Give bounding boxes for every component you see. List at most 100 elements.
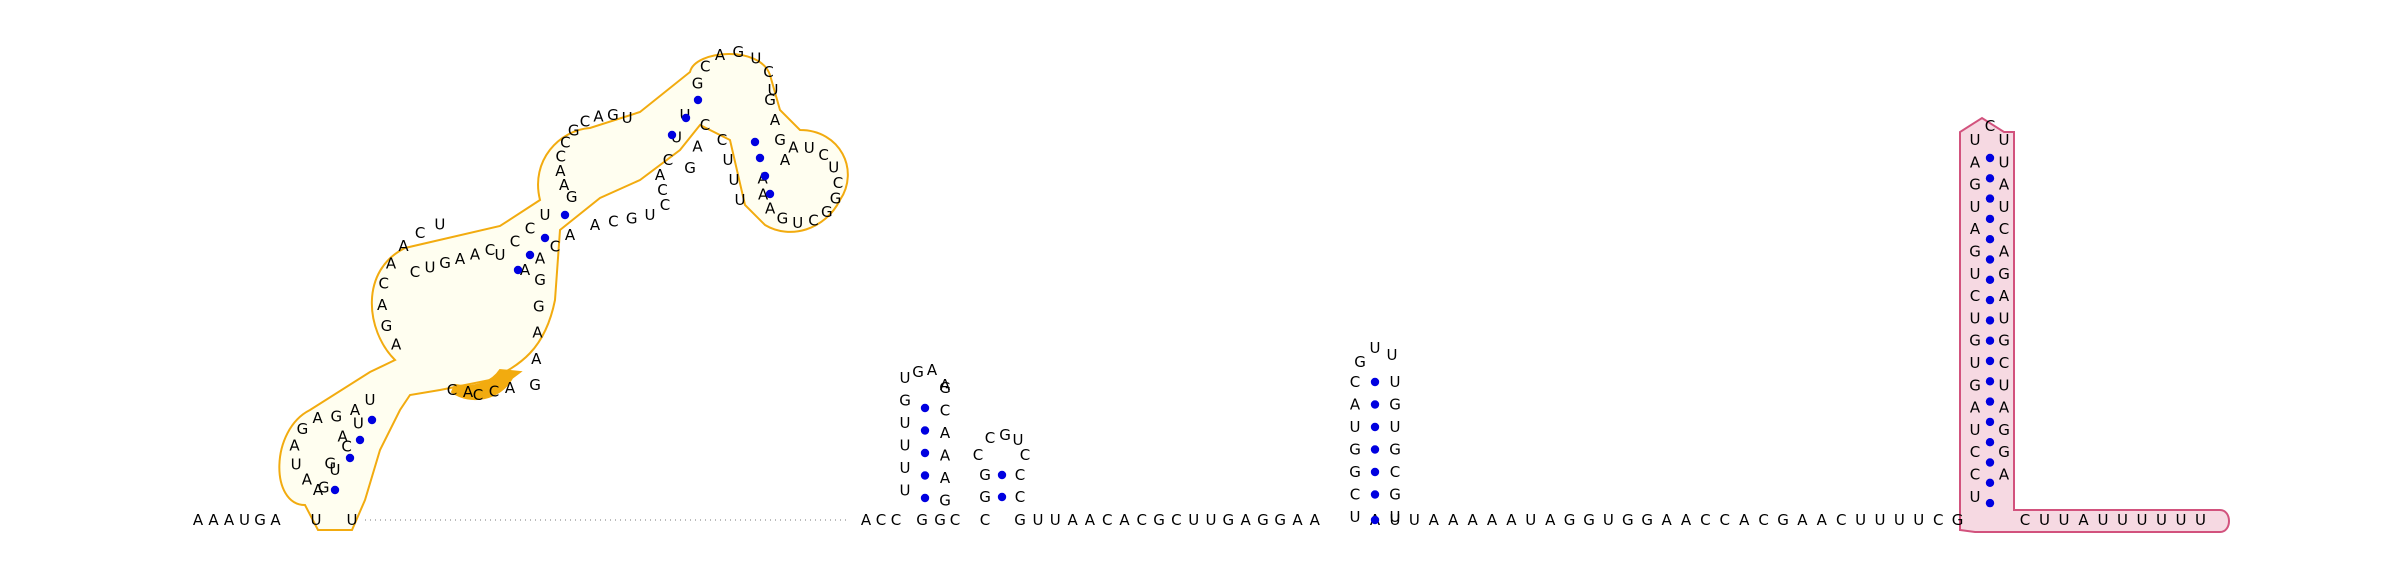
nucleotide-stem2-loop: C <box>973 446 983 464</box>
nucleotide-stem2-loop: U <box>1013 431 1024 449</box>
nucleotide-linker: G <box>1274 511 1286 529</box>
nucleotide-upper-loop: C <box>560 134 570 152</box>
nucleotide-linker: U <box>1390 511 1401 529</box>
nucleotide-helix: C <box>663 151 673 169</box>
nucleotide-linker: A <box>1429 511 1440 529</box>
nucleotide-stem1-right: G <box>939 492 951 510</box>
nucleotide-linker: U <box>1894 511 1905 529</box>
nucleotide-long-stem-left: U <box>1970 488 1981 506</box>
nucleotide-helix: U <box>671 129 682 147</box>
nucleotide-right-strand: U <box>723 151 734 169</box>
nucleotide-right-hairpin: G <box>830 190 842 208</box>
nucleotide-linker: G <box>1952 511 1964 529</box>
nucleotide-helix: A <box>313 481 324 499</box>
nucleotide-linker: G <box>1777 511 1789 529</box>
base-pair-dot <box>920 448 930 458</box>
nucleotide-long-stem-left: U <box>1970 265 1981 283</box>
nucleotide-stem3-right: G <box>1389 441 1401 459</box>
nucleotide-stem3-loop: U <box>1370 339 1381 357</box>
nucleotide-5prime: U <box>239 511 250 529</box>
nucleotide-right-hairpin: C <box>808 212 818 230</box>
nucleotide-stem2-loop: C <box>1020 446 1030 464</box>
nucleotide-long-stem-left: U <box>1970 198 1981 216</box>
nucleotide-long-stem-left: U <box>1970 354 1981 372</box>
nucleotide-linker: A <box>1506 511 1517 529</box>
base-pair-dot <box>513 265 523 275</box>
nucleotide-stem3-left: C <box>1350 373 1360 391</box>
nucleotide-5prime: A <box>208 511 219 529</box>
nucleotide-linker: U <box>1875 511 1886 529</box>
nucleotide-stem1-left: U <box>900 459 911 477</box>
nucleotide-central-loop: A <box>532 324 543 342</box>
nucleotide-stem1-left: U <box>900 369 911 387</box>
nucleotide-accent: C <box>489 383 499 401</box>
nucleotide-stem1-left: U <box>900 437 911 455</box>
nucleotide-upper-loop: A <box>655 166 666 184</box>
nucleotide-3prime: A <box>2078 511 2089 529</box>
nucleotide-helix: A <box>520 261 531 279</box>
nucleotide-3prime: U <box>2117 511 2128 529</box>
nucleotide-central-loop: A <box>531 350 542 368</box>
nucleotide-stem1-loop: A <box>940 376 951 394</box>
base-pair-dot <box>765 189 775 199</box>
nucleotide-accent: A <box>505 379 516 397</box>
nucleotide-small-loop: G <box>318 478 330 496</box>
nucleotide-stem1-loop: G <box>912 363 924 381</box>
base-pair-dot <box>1985 316 1995 325</box>
nucleotide-linker: A <box>1797 511 1808 529</box>
nucleotide-linker: G <box>916 511 928 529</box>
nucleotide-linker: G <box>1257 511 1269 529</box>
nucleotide-long-stem-right: C <box>1999 354 2009 372</box>
nucleotide-right-hairpin: G <box>777 210 789 228</box>
nucleotide-stem3-right: G <box>1389 396 1401 414</box>
nucleotide-3prime: U <box>2039 511 2050 529</box>
nucleotide-stem3-right: U <box>1390 373 1401 391</box>
base-pair-dot <box>920 471 930 480</box>
nucleotide-stem2-loop: C <box>985 429 995 447</box>
nucleotide-top-loop: A <box>715 46 726 64</box>
nucleotide-long-stem-left: C <box>1970 287 1980 305</box>
base-pair-dot <box>1370 515 1380 525</box>
nucleotide-upper-loop: A <box>559 176 570 194</box>
nucleotide-stem1-right: A <box>940 424 951 442</box>
nucleotide-long-stem-right: A <box>1999 466 2010 484</box>
nucleotide-central-loop: G <box>533 297 545 315</box>
base-pair-dot <box>330 485 340 495</box>
base-pair-dot <box>1985 174 1995 183</box>
nucleotide-linker: A <box>1661 511 1672 529</box>
nucleotide-central-loop: A <box>391 336 402 354</box>
base-pair-dot <box>1985 255 1995 264</box>
nucleotide-helix: A <box>338 428 349 446</box>
nucleotide-linker: A <box>1467 511 1478 529</box>
base-pair-dot <box>1985 194 1995 203</box>
nucleotide-linker: A <box>1487 511 1498 529</box>
base-pair-dot <box>681 113 691 123</box>
nucleotide-stem2-right: C <box>1015 488 1025 506</box>
nucleotide-helix: A <box>565 226 576 244</box>
base-pair-dot <box>540 233 550 243</box>
nucleotide-central-loop: A <box>455 250 466 268</box>
nucleotide-stem3-left: C <box>1350 486 1360 504</box>
base-pair-dot <box>1985 498 1995 508</box>
nucleotide-linker: C <box>1836 511 1846 529</box>
nucleotide-linker: C <box>1720 511 1730 529</box>
nucleotide-upper-loop: C <box>657 181 667 199</box>
nucleotide-upper-loop: G <box>566 188 578 206</box>
nucleotide-central-loop: G <box>381 317 393 335</box>
nucleotide-small-loop: U <box>291 455 302 473</box>
nucleotide-linker: A <box>1681 511 1692 529</box>
highlight-accent-region <box>450 368 523 401</box>
nucleotide-linker: G <box>934 511 946 529</box>
base-pair-dot <box>1370 377 1380 387</box>
base-pair-dot <box>1985 295 1995 305</box>
nucleotide-central-loop: C <box>379 275 389 293</box>
base-pair-dot <box>667 130 677 140</box>
nucleotide-upper-loop: C <box>580 113 590 131</box>
base-pair-dot <box>1985 214 1995 224</box>
nucleotide-helix: C <box>525 219 535 237</box>
nucleotide-stem1-right: A <box>940 469 951 487</box>
base-pair-dot <box>920 403 930 413</box>
nucleotide-linker: C <box>1171 511 1181 529</box>
base-pair-dot <box>1370 490 1380 499</box>
nucleotide-top-loop: C <box>700 57 710 75</box>
